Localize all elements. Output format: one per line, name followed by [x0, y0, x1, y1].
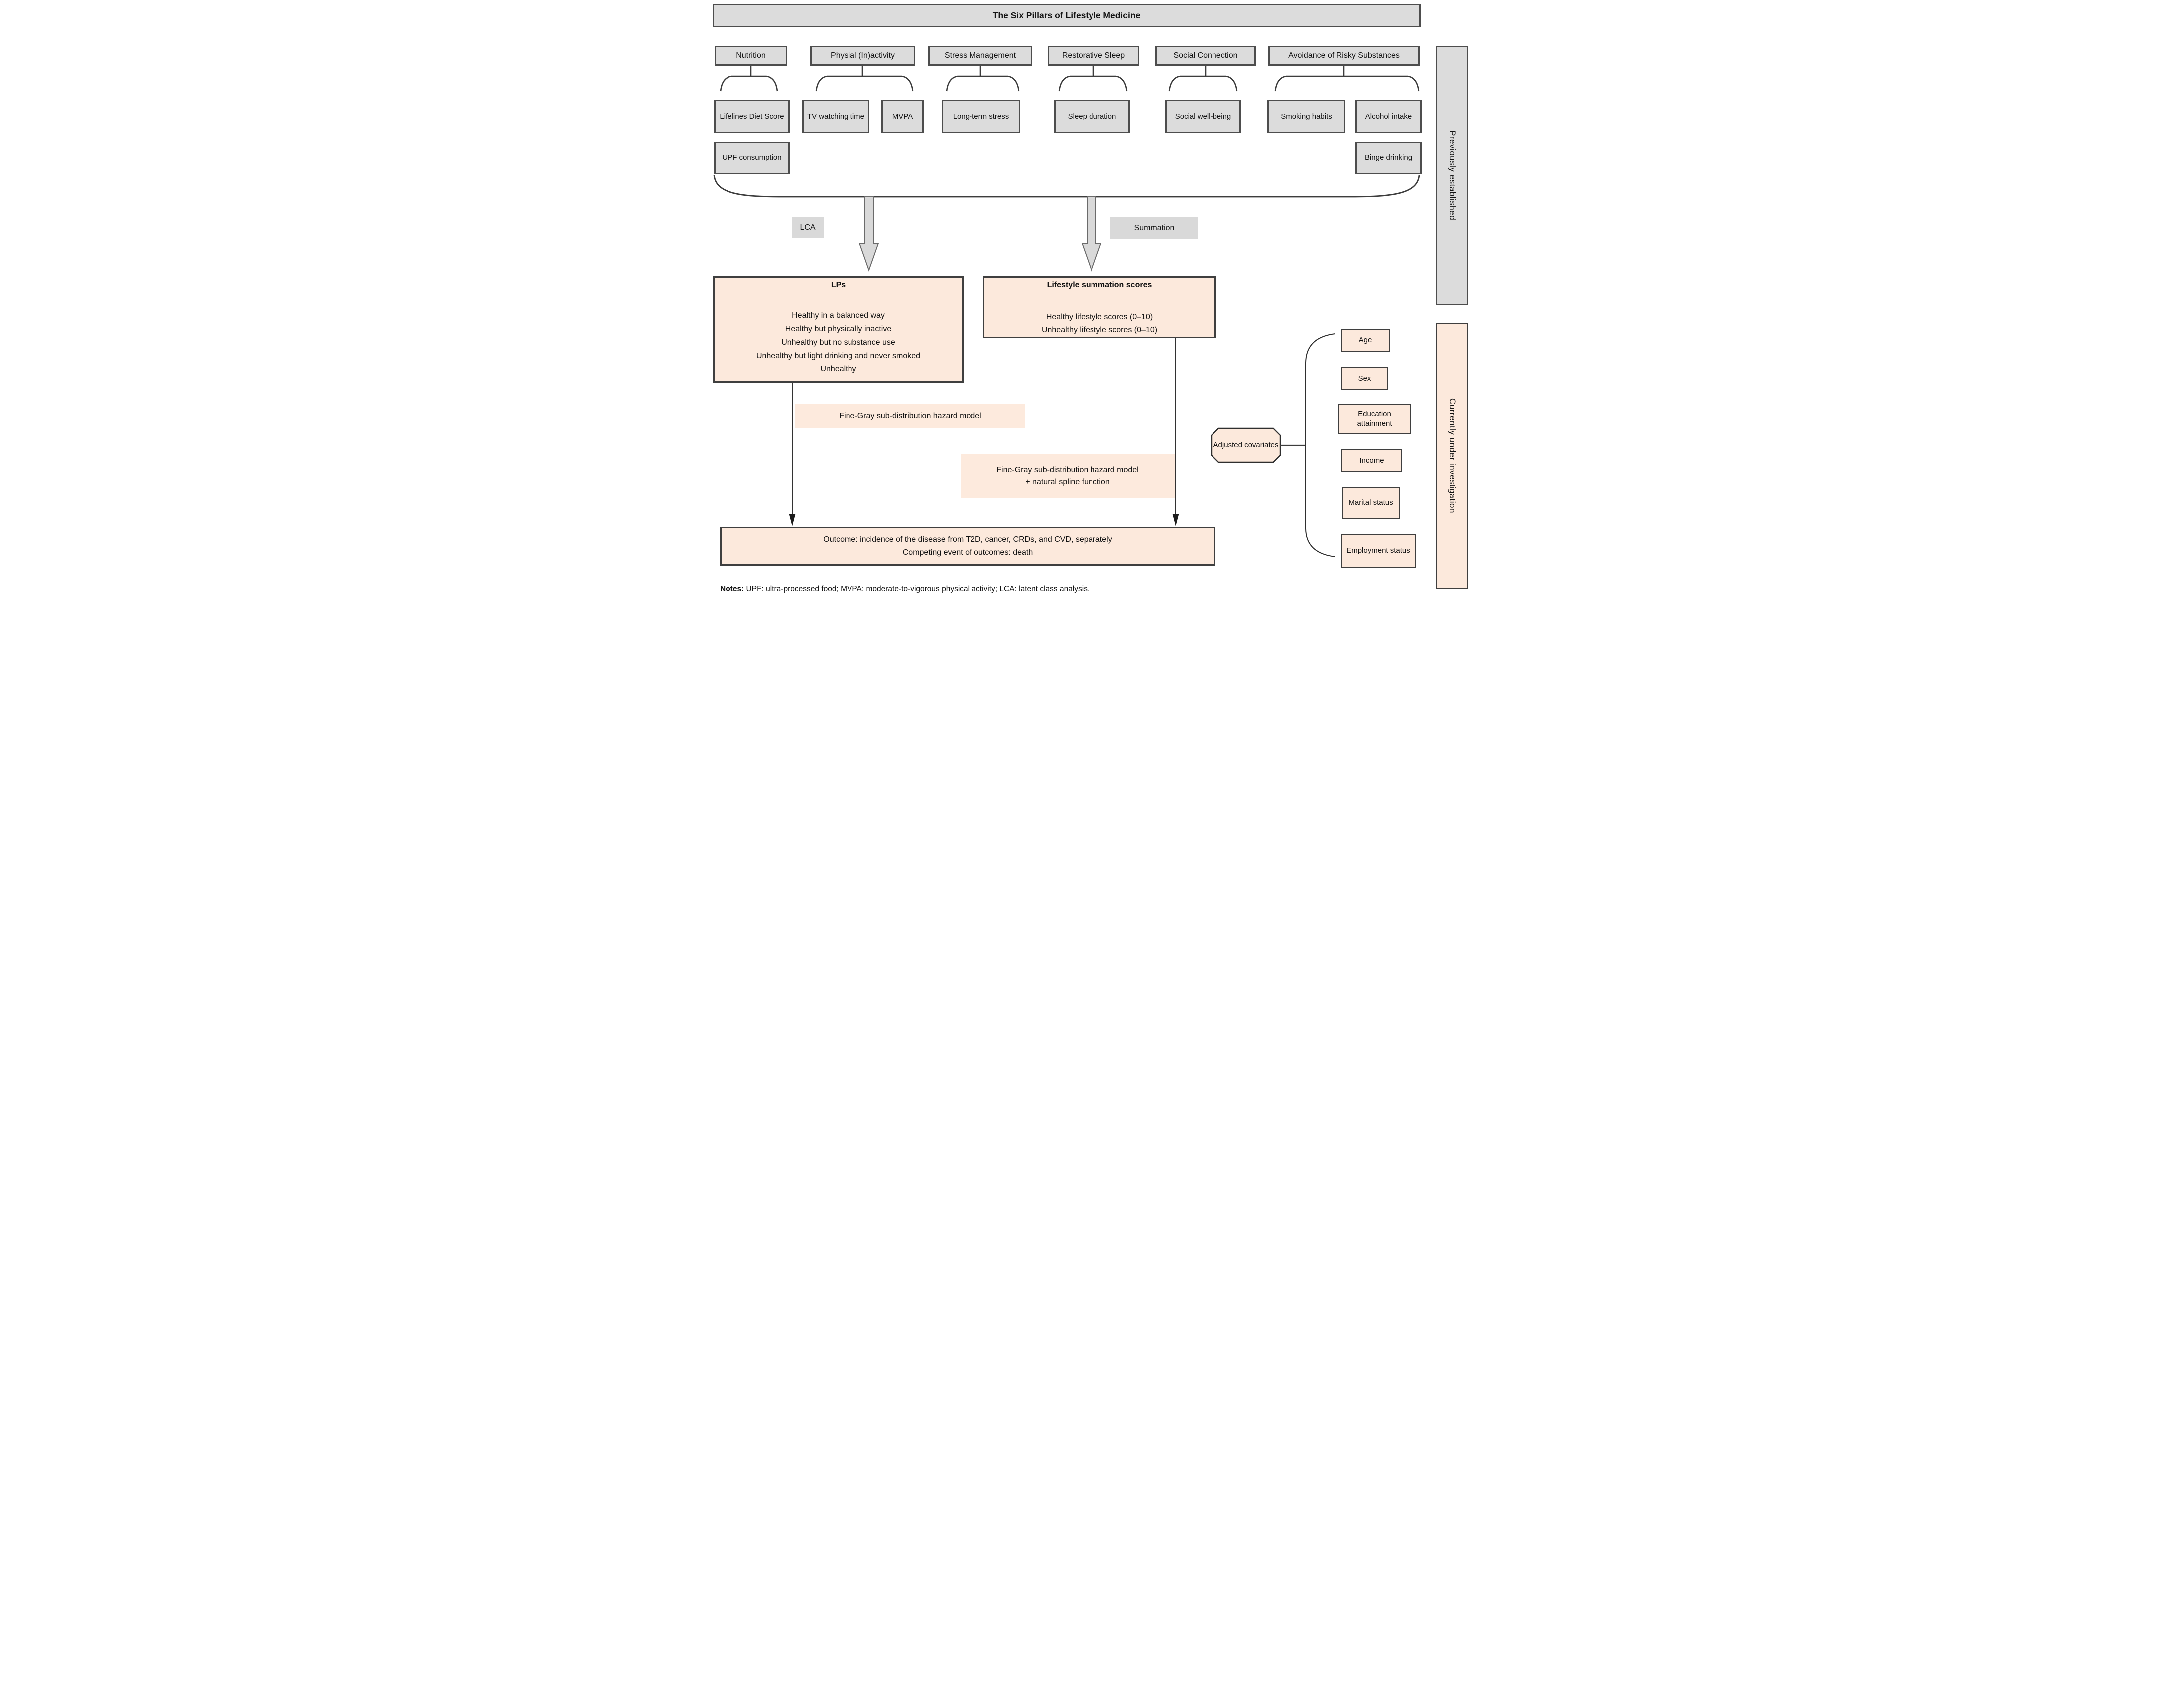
pillar-restorative-sleep: Restorative Sleep: [1048, 46, 1139, 66]
indicator-upf-consumption: UPF consumption: [714, 142, 790, 174]
indicator-binge-drinking: Binge drinking: [1355, 142, 1422, 174]
covariate-income: Income: [1341, 449, 1402, 472]
collector-curve: [713, 175, 1420, 198]
summation-block-arrow: [1081, 196, 1102, 272]
indicator-alcohol-intake: Alcohol intake: [1355, 100, 1422, 133]
fine-gray-spline-line2: + natural spline function: [1025, 478, 1110, 486]
pillar-physical-activity: Physial (In)activity: [810, 46, 915, 66]
pillar-risky-substances: Avoidance of Risky Substances: [1268, 46, 1420, 66]
adjusted-covariates-label: Adjusted covariates: [1213, 440, 1279, 449]
covariate-employment-status: Employment status: [1341, 534, 1416, 568]
indicator-social-well-being: Social well-being: [1165, 100, 1241, 133]
lps-item: Healthy in a balanced way: [792, 311, 885, 320]
diagram-title: The Six Pillars of Lifestyle Medicine: [713, 4, 1421, 27]
outcome-line2: Competing event of outcomes: death: [902, 548, 1033, 557]
pillar-social-connection: Social Connection: [1155, 46, 1256, 66]
summation-scores-item: Unhealthy lifestyle scores (0–10): [1041, 326, 1158, 334]
pillar-nutrition: Nutrition: [715, 46, 787, 66]
diagram-canvas: The Six Pillars of Lifestyle Medicine Nu…: [708, 0, 1476, 600]
outcome-box: Outcome: incidence of the disease from T…: [720, 527, 1215, 566]
indicator-smoking-habits: Smoking habits: [1267, 100, 1345, 133]
indicator-lifelines-diet-score: Lifelines Diet Score: [714, 100, 790, 133]
previously-established-bar: Previously established: [1436, 46, 1468, 305]
indicator-long-term-stress: Long-term stress: [942, 100, 1020, 133]
connector-lines: [713, 66, 1420, 557]
indicator-sleep-duration: Sleep duration: [1054, 100, 1130, 133]
covariates-brace: [1305, 333, 1335, 557]
outcome-line1: Outcome: incidence of the disease from T…: [823, 535, 1112, 544]
lps-item: Healthy but physically inactive: [785, 325, 892, 333]
covariate-marital-status: Marital status: [1342, 487, 1400, 519]
lps-item: Unhealthy but light drinking and never s…: [756, 352, 921, 360]
lps-box: LPs Healthy in a balanced way Healthy bu…: [713, 276, 964, 383]
covariate-education: Education attainment: [1338, 404, 1411, 434]
covariate-sex: Sex: [1341, 367, 1388, 390]
adjusted-covariates-octagon: [1211, 427, 1281, 463]
fine-gray-spline-model-label: Fine-Gray sub-distribution hazard model …: [961, 454, 1175, 498]
lca-block-arrow: [858, 196, 879, 272]
lps-item: Unhealthy: [820, 365, 856, 373]
currently-under-investigation-bar: Currently under investigation: [1436, 323, 1468, 589]
notes: Notes: UPF: ultra-processed food; MVPA: …: [720, 585, 1090, 594]
fine-gray-spline-line1: Fine-Gray sub-distribution hazard model: [996, 466, 1139, 474]
summation-scores-item: Healthy lifestyle scores (0–10): [1046, 313, 1153, 321]
indicator-tv-watching-time: TV watching time: [802, 100, 869, 133]
pillar-stress-management: Stress Management: [928, 46, 1032, 66]
covariate-age: Age: [1341, 329, 1390, 352]
summation-label: Summation: [1110, 217, 1198, 239]
fine-gray-model-label: Fine-Gray sub-distribution hazard model: [795, 404, 1025, 428]
summation-scores-title: Lifestyle summation scores: [1047, 281, 1152, 289]
notes-text: UPF: ultra-processed food; MVPA: moderat…: [744, 585, 1090, 593]
indicator-mvpa: MVPA: [881, 100, 924, 133]
notes-label: Notes:: [720, 585, 744, 593]
lps-box-title: LPs: [831, 281, 846, 289]
summation-scores-box: Lifestyle summation scores Healthy lifes…: [983, 276, 1216, 338]
lps-item: Unhealthy but no substance use: [781, 338, 895, 347]
lca-label: LCA: [792, 217, 824, 238]
